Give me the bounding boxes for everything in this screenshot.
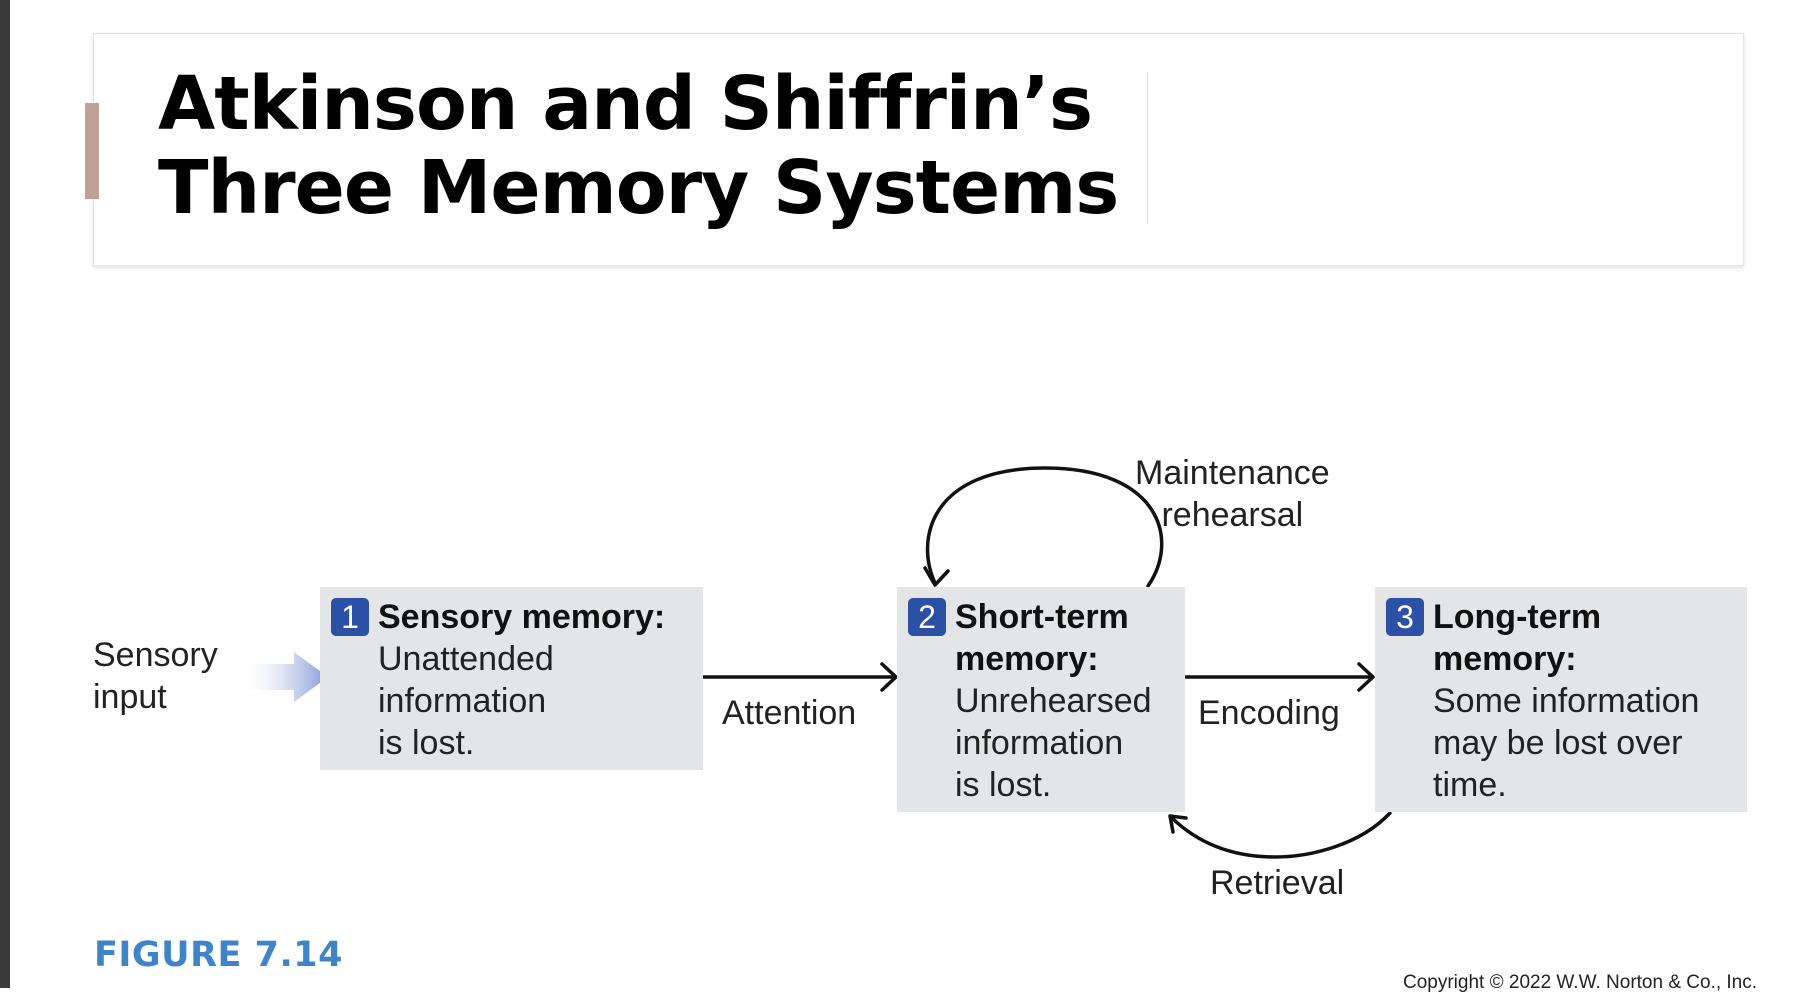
stage-body-line: information <box>955 724 1124 762</box>
stage-heading: memory: <box>955 640 1099 678</box>
maintenance-label-line-2: rehearsal <box>1161 496 1304 534</box>
stage-body-line: Some information <box>1433 682 1700 720</box>
stage-number-badge: 3 <box>1386 598 1424 636</box>
title-card <box>93 33 1744 266</box>
sensory-input-label-line-2: input <box>93 678 167 716</box>
stage-heading: Long-term <box>1433 598 1602 636</box>
maintenance-loop-arrow <box>923 466 1164 588</box>
title-divider <box>1147 72 1148 224</box>
retrieval-loop-arrow <box>1168 811 1392 859</box>
stage-heading: memory: <box>1433 640 1577 678</box>
stage-text: Long-term memory: Some information may b… <box>1433 596 1699 806</box>
retrieval-label: Retrieval <box>1210 864 1345 902</box>
window-edge <box>0 0 10 988</box>
stage-number-badge: 1 <box>331 598 369 636</box>
attention-label: Attention <box>722 694 857 732</box>
maintenance-rehearsal-label: Maintenance rehearsal <box>1135 452 1330 536</box>
slide-title-line-2: Three Memory Systems <box>158 145 1119 231</box>
stage-body-line: Unrehearsed <box>955 682 1152 720</box>
figure-number: FIGURE 7.14 <box>94 935 343 975</box>
stage-text: Sensory memory: Unattended information i… <box>378 596 665 764</box>
stage-body-line: time. <box>1433 766 1507 804</box>
stage-heading: Sensory memory: <box>378 598 666 636</box>
stage-body-line: information <box>378 682 547 720</box>
copyright-notice: Copyright © 2022 W.W. Norton & Co., Inc. <box>1403 972 1758 993</box>
slide-title-line-1: Atkinson and Shiffrin’s <box>158 61 1093 147</box>
sensory-memory-box: 1 Sensory memory: Unattended information… <box>320 587 703 770</box>
slide-title: Atkinson and Shiffrin’s Three Memory Sys… <box>158 61 1119 231</box>
title-accent-bar <box>85 103 99 199</box>
encoding-label: Encoding <box>1198 694 1340 732</box>
short-term-memory-box: 2 Short-term memory: Unrehearsed informa… <box>897 587 1185 812</box>
sensory-input-arrow <box>245 652 328 702</box>
stage-body-line: Unattended <box>378 640 554 678</box>
long-term-memory-box: 3 Long-term memory: Some information may… <box>1375 587 1747 812</box>
stage-body-line: may be lost over <box>1433 724 1683 762</box>
stage-body-line: is lost. <box>955 766 1052 804</box>
stage-number-badge: 2 <box>908 598 946 636</box>
maintenance-label-line-1: Maintenance <box>1135 454 1330 492</box>
sensory-input-label-line-1: Sensory <box>93 636 218 674</box>
attention-arrow <box>702 662 898 692</box>
stage-body-line: is lost. <box>378 724 475 762</box>
encoding-arrow <box>1184 662 1375 692</box>
stage-text: Short-term memory: Unrehearsed informati… <box>955 596 1152 806</box>
stage-heading: Short-term <box>955 598 1129 636</box>
sensory-input-label: Sensory input <box>93 634 218 718</box>
